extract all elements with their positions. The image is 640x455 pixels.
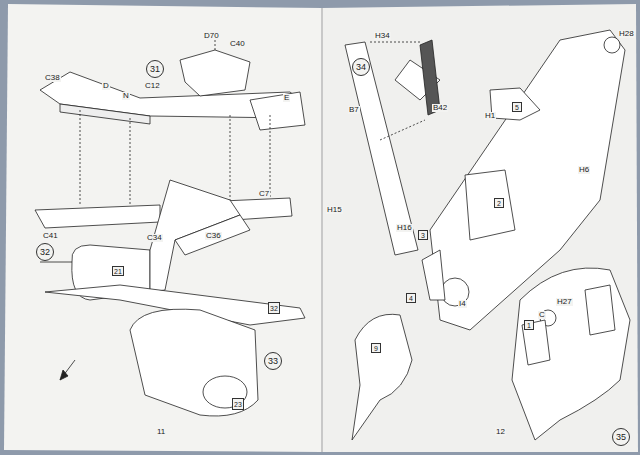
part-label: C38 [44,74,61,82]
part-label: C41 [42,232,59,240]
part-number: 32 [40,248,50,257]
part-number: 21 [114,268,122,275]
part-label: D70 [203,32,220,40]
part-number: 5 [515,104,519,111]
part-number: 2 [497,200,501,207]
part-number: 34 [356,63,366,72]
part-number: 31 [150,65,160,74]
part-label: C7 [258,190,270,198]
callout-box: 4 [406,293,416,303]
part-label: C [538,311,546,319]
part-label: C36 [205,232,222,240]
callout-box: 3 [418,230,428,240]
part-label: 11 [156,428,166,436]
part-number: 9 [374,345,378,352]
part-label: E [283,94,290,102]
part-number: 3 [421,232,425,239]
part-label: B7 [348,106,360,114]
part-number: 1 [527,322,531,329]
part-label: 12 [495,428,506,436]
part-label: H16 [396,224,413,232]
step-number: 35 [612,428,630,446]
step-number: 31 [146,60,164,78]
paper [4,4,638,452]
step-number: 34 [352,58,370,76]
callout-box: 2 [494,198,504,208]
part-label: H34 [374,32,391,40]
part-label: H6 [578,166,590,174]
step-number: 33 [264,352,282,370]
step-number: 32 [36,243,54,261]
part-label: H15 [326,206,343,214]
part-label: B42 [432,104,448,112]
part-label: H1 [484,112,496,120]
callout-box: 21 [112,266,124,276]
part-label: I4 [458,300,467,308]
part-label: N [122,92,130,100]
callout-box: 23 [232,398,244,410]
part-number: 32 [270,305,278,312]
part-label: C40 [229,40,246,48]
callout-box: 32 [268,302,280,314]
part-label: H28 [618,30,635,38]
part-label: H27 [556,298,573,306]
callout-box: 1 [524,320,534,330]
part-number: 35 [616,433,626,442]
callout-box: 9 [371,343,381,353]
part-label: C12 [144,82,161,90]
parts-drawing [35,30,630,440]
part-label: C34 [146,234,163,242]
part-number: 4 [409,295,413,302]
part-label: D [102,82,110,90]
part-number: 33 [268,357,278,366]
part-number: 23 [234,401,242,408]
callout-box: 5 [512,102,522,112]
